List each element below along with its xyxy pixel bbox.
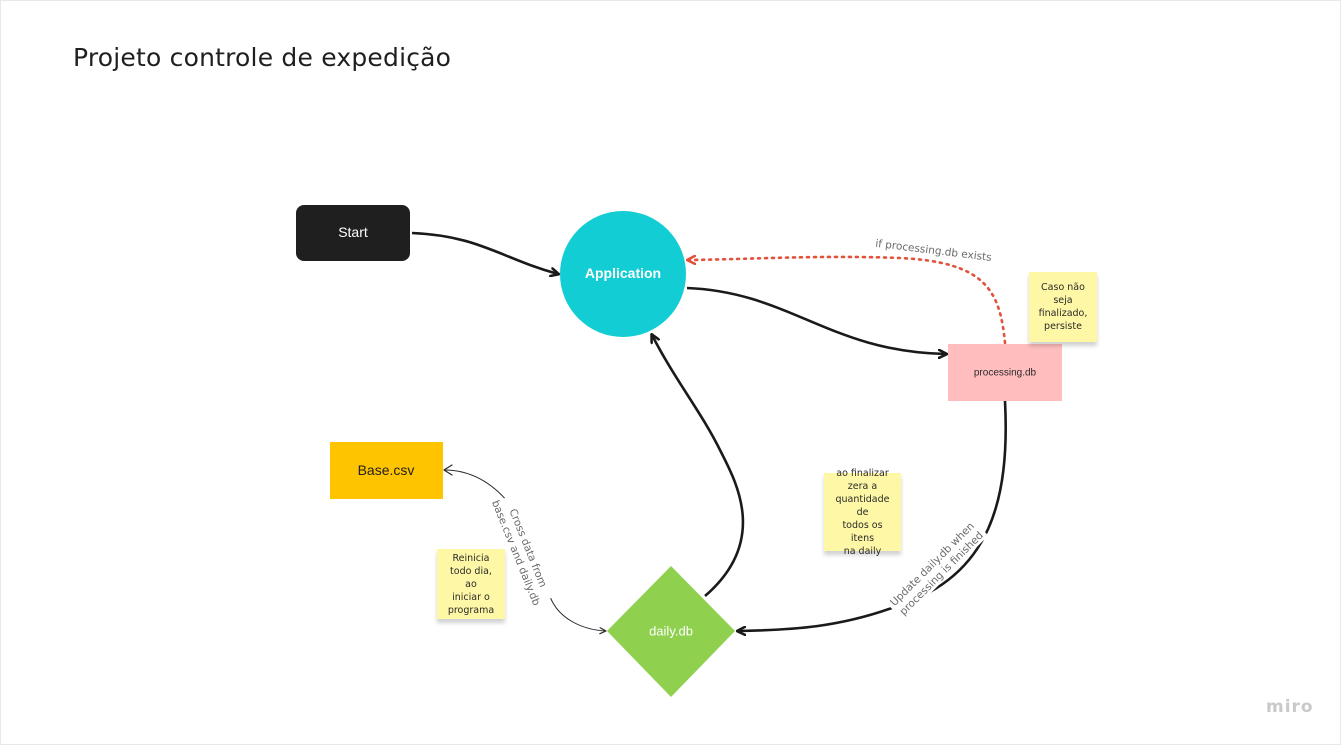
base-csv-label: Base.csv: [358, 462, 415, 478]
application-label: Application: [585, 265, 661, 281]
sticky-note-reinicia[interactable]: Reinicia todo dia, ao iniciar o programa: [437, 549, 505, 619]
connector-application-to-processing[interactable]: [686, 286, 946, 354]
application-node[interactable]: [560, 211, 686, 337]
processing-label: processing.db: [974, 368, 1037, 379]
start-label: Start: [338, 224, 368, 240]
connector-start-to-application[interactable]: [411, 231, 558, 274]
miro-logo: miro: [1266, 697, 1314, 717]
daily-db-node[interactable]: [607, 566, 735, 697]
base-csv-node[interactable]: [330, 442, 443, 499]
sticky-note-ao-finalizar[interactable]: ao finalizar zera a quantidade de todos …: [824, 468, 901, 557]
processing-node[interactable]: [948, 344, 1062, 401]
connector-base-arrowhead: [443, 464, 453, 476]
connector-daily-to-application[interactable]: [652, 335, 745, 597]
page-title: Projeto controle de expedição: [73, 43, 452, 72]
daily-db-label: daily.db: [649, 624, 693, 639]
sticky-note-caso-nao-finalizado[interactable]: Caso não seja finalizado, persiste: [1029, 272, 1097, 342]
connector-processing-to-application-dotted[interactable]: [688, 257, 1007, 345]
start-node[interactable]: [296, 205, 410, 261]
edge-label-bg-if-processing: [871, 236, 983, 264]
edge-label-if-processing: if processing.db exists: [875, 238, 993, 264]
